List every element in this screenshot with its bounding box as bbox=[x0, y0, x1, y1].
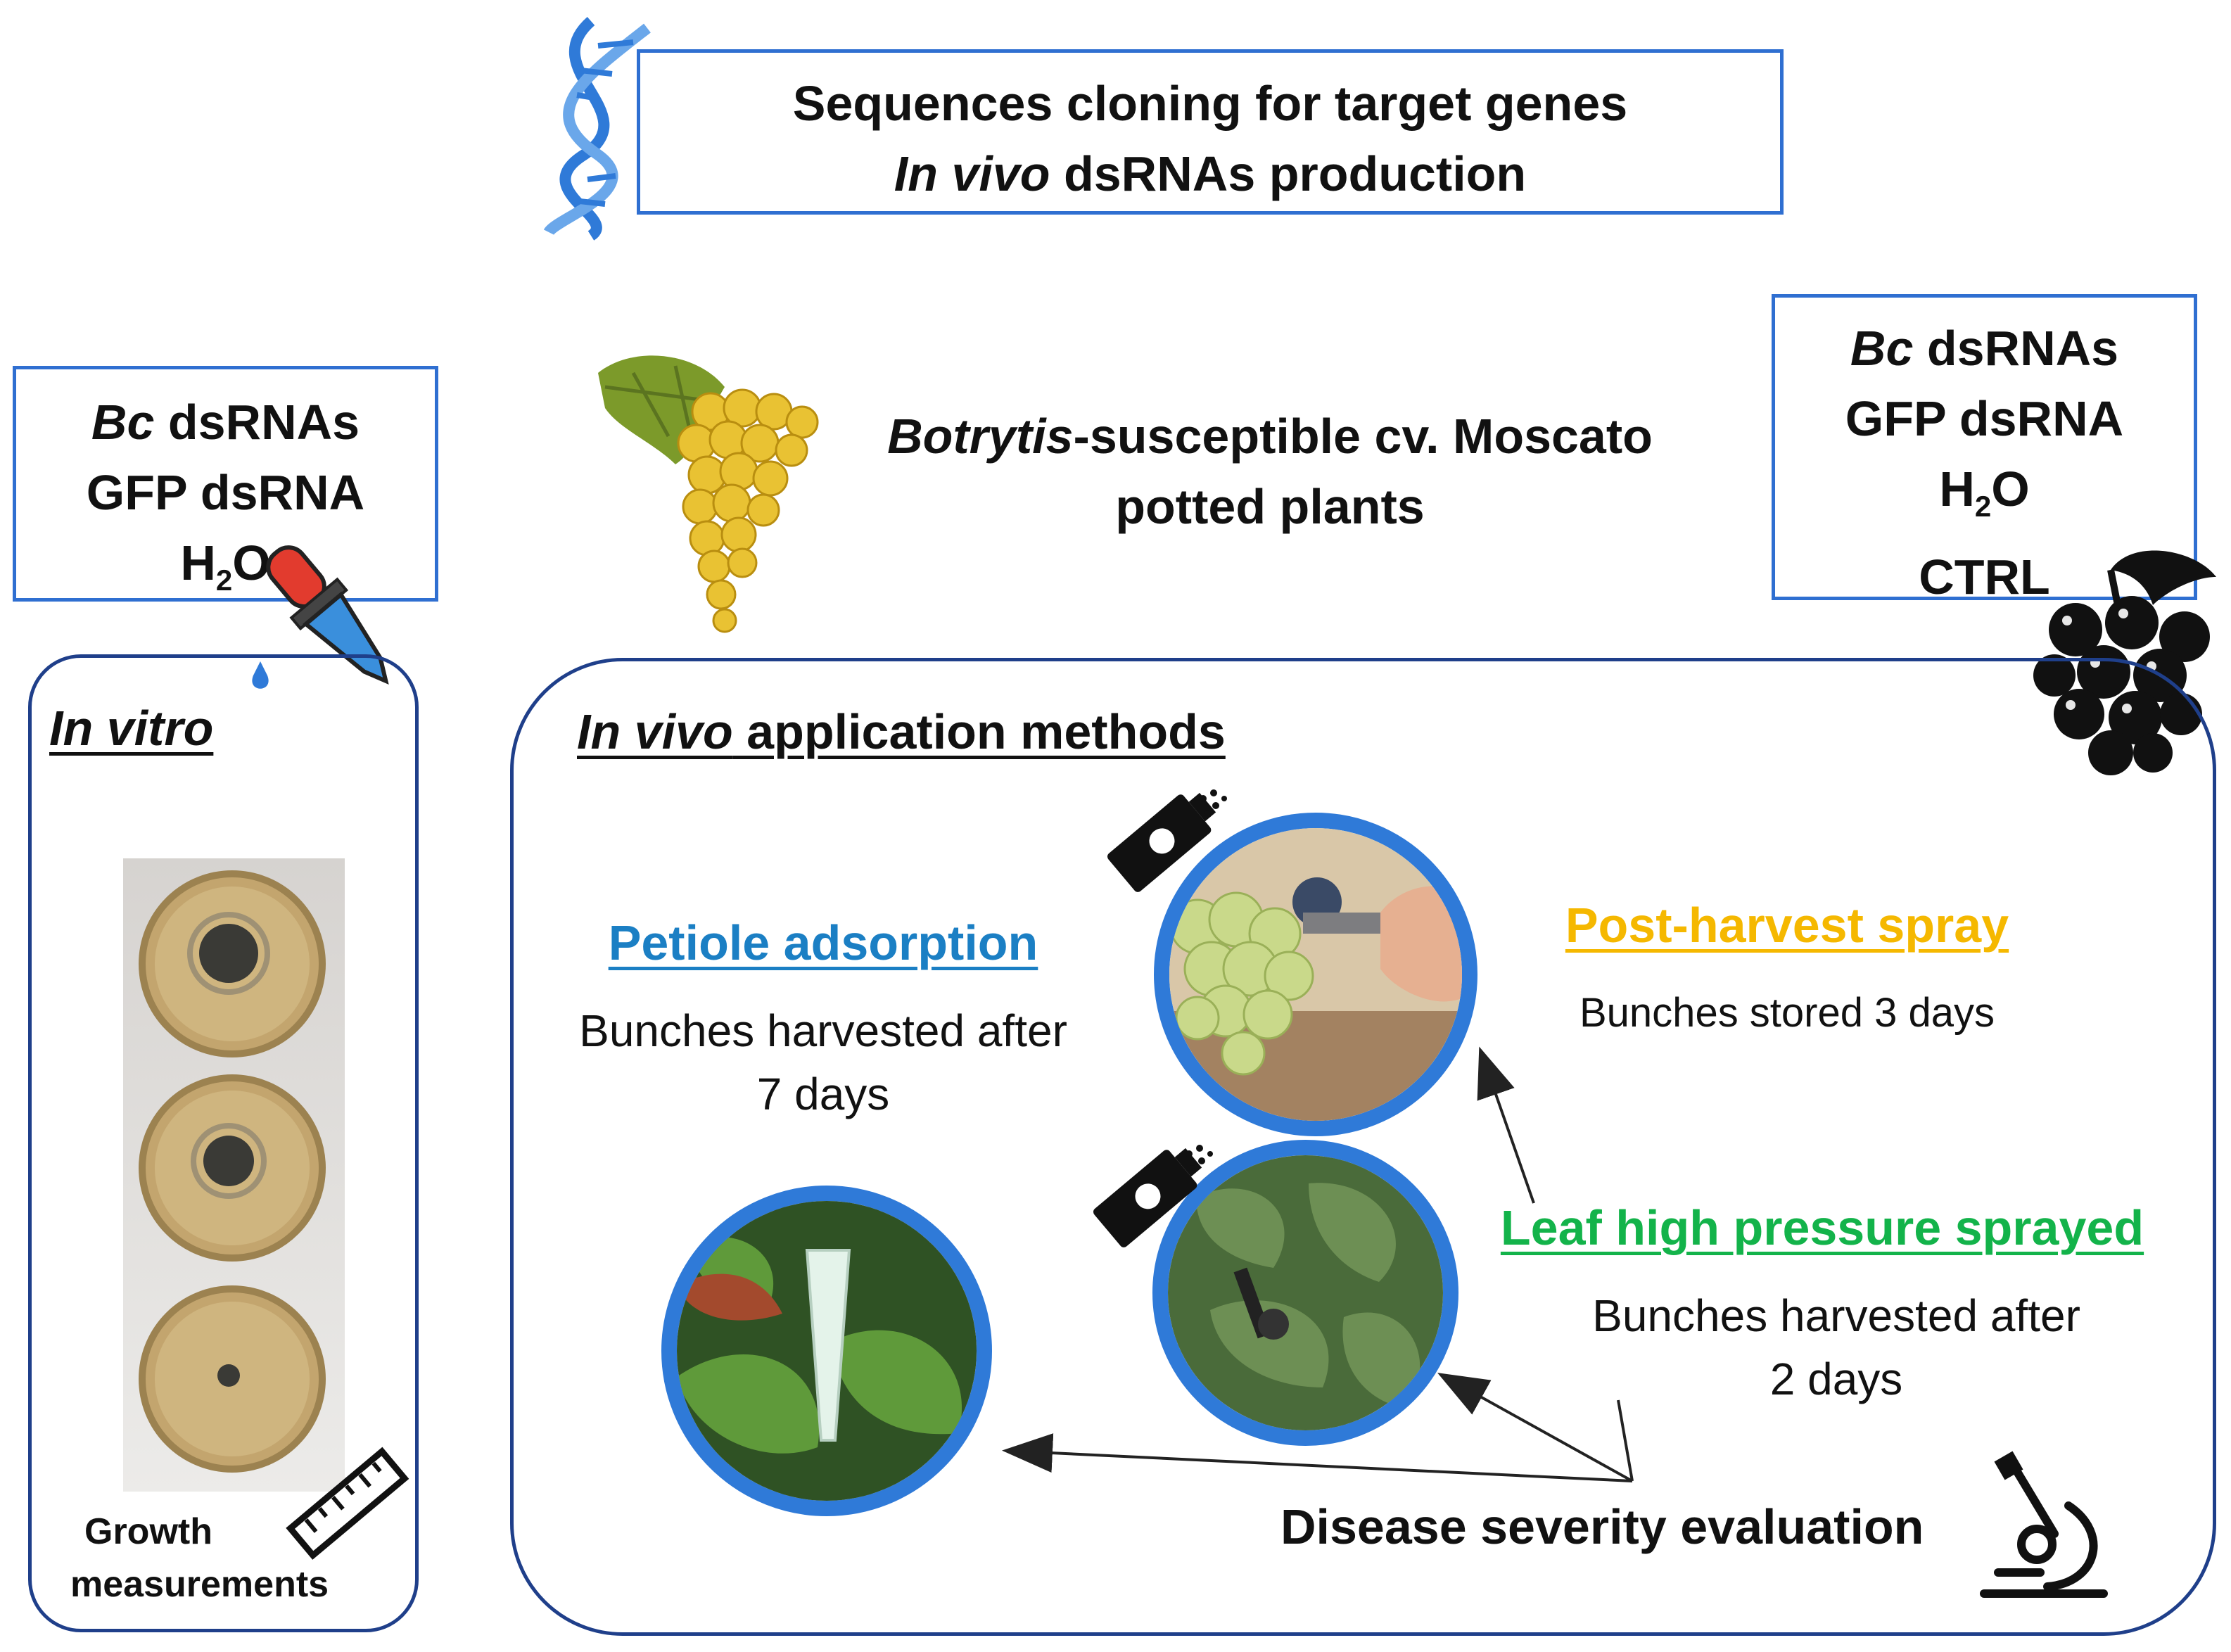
growth-line1: Growth bbox=[84, 1511, 212, 1552]
left-gfp: GFP dsRNA bbox=[86, 465, 365, 520]
arrow-vertical bbox=[1617, 1399, 1634, 1482]
in-vivo-panel bbox=[510, 658, 2216, 1636]
post-harvest-title: Post-harvest spray bbox=[1565, 898, 2009, 953]
spray-can-icon bbox=[1093, 1145, 1213, 1247]
leaf-title: Leaf high pressure sprayed bbox=[1500, 1200, 2144, 1255]
right-ctrl: CTRL bbox=[1919, 549, 2050, 604]
right-bc-italic: Bc bbox=[1850, 321, 1914, 376]
petri-dishes-illustration bbox=[139, 870, 326, 1473]
in-vivo-title: In vivo application methods bbox=[577, 704, 1226, 759]
left-reagent-box: Bc dsRNAs GFP dsRNA H2O bbox=[13, 366, 438, 602]
right-gfp: GFP dsRNA bbox=[1845, 391, 2124, 446]
plants-label: Botrytis-susceptible cv. Moscato potted … bbox=[830, 401, 1710, 542]
right-bc-rest: dsRNAs bbox=[1913, 321, 2119, 376]
petiole-title: Petiole adsorption bbox=[608, 915, 1038, 970]
post-harvest-desc: Bunches stored 3 days bbox=[1579, 990, 1995, 1036]
arrow-to-post-harvest bbox=[1477, 1046, 1535, 1204]
plants-line2: potted plants bbox=[1115, 479, 1425, 534]
microscope-icon bbox=[1980, 1451, 2108, 1598]
header-line1: Sequences cloning for target genes bbox=[792, 76, 1628, 131]
petiole-desc-line1: Bunches harvested after bbox=[579, 1005, 1067, 1056]
right-reagent-box: Bc dsRNAs GFP dsRNA H2O CTRL bbox=[1772, 294, 2197, 604]
petiole-desc-line2: 7 days bbox=[756, 1069, 890, 1119]
leaf-desc-line1: Bunches harvested after bbox=[1592, 1290, 2080, 1341]
right-h2o: H2O bbox=[1939, 462, 2030, 523]
left-bc-italic: Bc bbox=[91, 395, 155, 450]
in-vitro-title: In vitro bbox=[49, 701, 214, 756]
plants-line1-rest: -susceptible cv. Moscato bbox=[1073, 409, 1653, 464]
petri-dish-photo bbox=[123, 858, 345, 1492]
spray-can-icon bbox=[1107, 789, 1227, 892]
grape-bunch-icon bbox=[598, 355, 819, 633]
disease-severity-label: Disease severity evaluation bbox=[1280, 1499, 1924, 1554]
leaf-desc-line2: 2 days bbox=[1769, 1354, 1903, 1404]
header-box: Sequences cloning for target genes In vi… bbox=[637, 49, 1784, 215]
left-h2o: H2O bbox=[180, 535, 271, 597]
dna-icon bbox=[543, 16, 651, 241]
growth-line2: measurements bbox=[70, 1564, 329, 1605]
plants-botrytis: Botrytis bbox=[887, 409, 1074, 464]
post-harvest-photo bbox=[1154, 813, 1477, 1136]
ruler-icon bbox=[286, 1447, 409, 1560]
header-line2-rest: dsRNAs production bbox=[1050, 146, 1527, 201]
arrow-to-leaf-spray bbox=[1437, 1373, 1633, 1482]
left-bc-rest: dsRNAs bbox=[154, 395, 360, 450]
header-line2-italic: In vivo bbox=[894, 146, 1050, 201]
in-vitro-panel bbox=[28, 654, 419, 1632]
arrow-to-petiole bbox=[1002, 1433, 1633, 1482]
